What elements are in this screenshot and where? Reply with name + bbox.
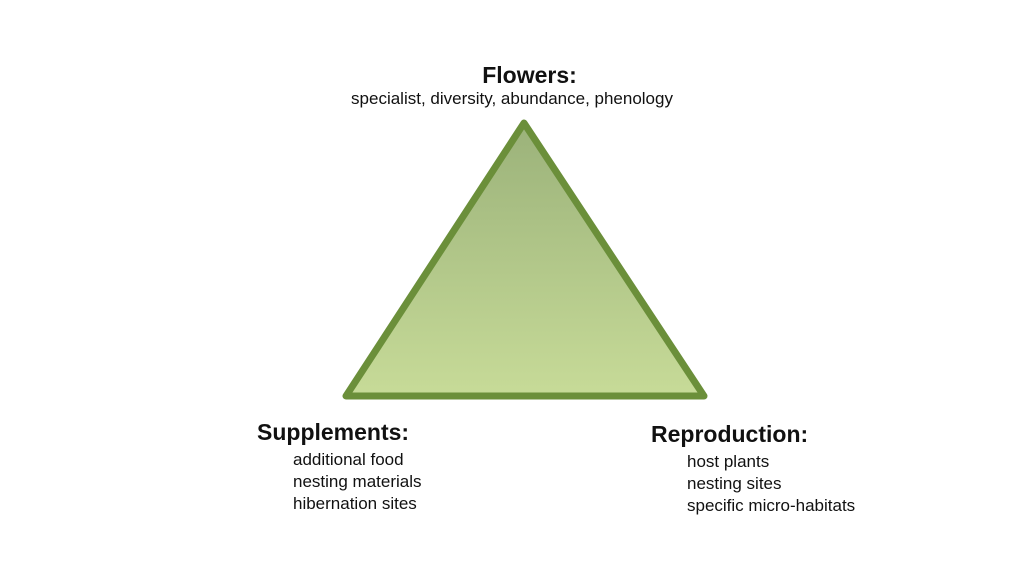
flowers-block: Flowers: specialist, diversity, abundanc… (0, 62, 1024, 110)
supplements-list: additional food nesting materials hibern… (257, 449, 422, 515)
list-item: additional food (293, 450, 404, 469)
flowers-description: specialist, diversity, abundance, phenol… (351, 89, 673, 108)
reproduction-heading: Reproduction: (651, 421, 809, 447)
flowers-heading: Flowers: (482, 62, 577, 88)
list-item: nesting sites (687, 474, 782, 493)
reproduction-block: Reproduction: host plants nesting sites … (651, 421, 855, 517)
supplements-heading: Supplements: (257, 419, 410, 445)
list-item: hibernation sites (293, 494, 417, 513)
green-triangle (342, 119, 708, 400)
list-item: specific micro-habitats (687, 496, 856, 515)
list-item: host plants (687, 452, 770, 471)
supplements-block: Supplements: additional food nesting mat… (257, 419, 422, 515)
reproduction-list: host plants nesting sites specific micro… (651, 451, 855, 517)
list-item: nesting materials (293, 472, 422, 491)
